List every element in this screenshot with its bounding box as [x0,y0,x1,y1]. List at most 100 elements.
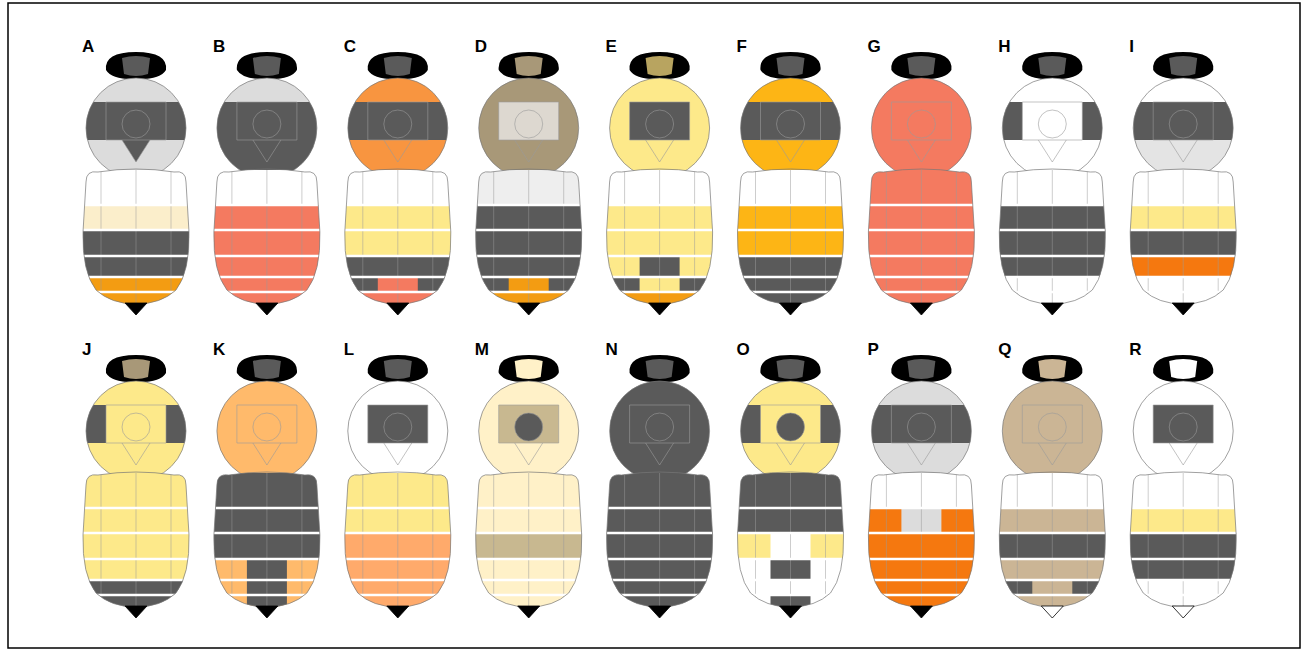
bee-part [101,473,171,508]
panel-letter: C [344,38,356,55]
bee-part [86,76,186,102]
bee-part [865,559,977,580]
bee-part [499,102,559,140]
bee-part [80,473,192,508]
bee-part [237,102,297,140]
bee-stinger [125,606,147,618]
bee-part [479,379,579,405]
bee-part [122,413,150,441]
bee-part [80,507,192,510]
bee-figure [865,355,977,618]
bee-part [348,76,448,102]
bee-part [384,110,412,138]
bee-part [735,205,847,230]
bee-part [217,405,317,443]
bee-part [494,580,564,595]
bee-part [1002,102,1102,140]
bee-stinger [910,606,932,618]
bee-part [868,169,974,304]
bee-part [342,255,454,258]
bee-figure [473,355,585,618]
panel-letter: J [82,341,91,358]
bee-part [604,473,716,508]
panel-letter: R [1129,341,1141,358]
bee-thorax [479,379,579,483]
bee-part [342,533,454,559]
bee-part [630,405,690,443]
bee-face [777,56,805,76]
bee-part [101,205,171,230]
bee-part [996,559,1108,580]
bee-part [1127,170,1239,205]
bee-part [363,277,433,292]
bee-part [211,559,323,580]
bee-part [342,559,454,580]
bee-figure [211,355,323,618]
bee-part [232,277,302,292]
bee-part [756,170,826,205]
bee-part [1127,508,1239,533]
bee-part [1127,255,1239,258]
bee-part [604,579,716,582]
bee-part [237,102,297,162]
bee-part [473,507,585,510]
bee-part [211,277,323,292]
bee-part [86,405,186,443]
bee-part [479,102,579,140]
bee-part [604,276,716,279]
bee-part [1127,276,1239,279]
bee-part [342,204,454,207]
bee-part [865,255,977,258]
bee-part [342,580,454,595]
bee-figure [1127,52,1239,315]
bee-part [891,102,951,162]
bee-part [368,102,428,140]
bee-part [741,78,841,178]
bee-part [865,508,977,533]
bee-abdomen [80,473,192,609]
bee-part [122,110,150,138]
bee-part [996,473,1108,508]
bee-head [1022,52,1082,79]
bee-part [80,580,192,595]
bee-stinger [1172,303,1194,315]
bee-part [886,205,956,230]
bee-part [1017,256,1087,277]
panel-letter: D [475,38,487,55]
bee-part [1002,379,1102,405]
bee-part [777,110,805,138]
bee-face [384,56,412,76]
bee-figure [342,355,454,618]
bee-part [741,76,841,102]
bee-part [80,255,192,258]
bee-part [345,472,451,607]
bee-part [80,229,192,232]
bee-thorax [871,76,971,180]
bee-part [741,381,841,481]
bee-head [1022,355,1082,382]
bee-part [625,559,695,580]
bee-part [214,472,320,607]
bee-part [473,277,585,292]
bee-part [217,381,317,481]
bee-part [871,78,971,178]
bee-part [907,413,935,441]
bee-part [996,255,1108,258]
bee-part [211,580,323,595]
bee-part [211,579,323,582]
bee-abdomen [996,473,1108,609]
bee-part [756,580,826,595]
bee-part [494,277,564,292]
bee-part [86,102,186,140]
bee-part [625,533,695,559]
bee-part [1127,229,1239,232]
bee-part [865,533,977,559]
bee-part [211,229,323,232]
bee-part [865,277,977,292]
bee-part [741,102,841,140]
bee-part [871,405,971,443]
bee-thorax [1002,379,1102,483]
bee-part [886,170,956,205]
bee-part [342,473,454,508]
